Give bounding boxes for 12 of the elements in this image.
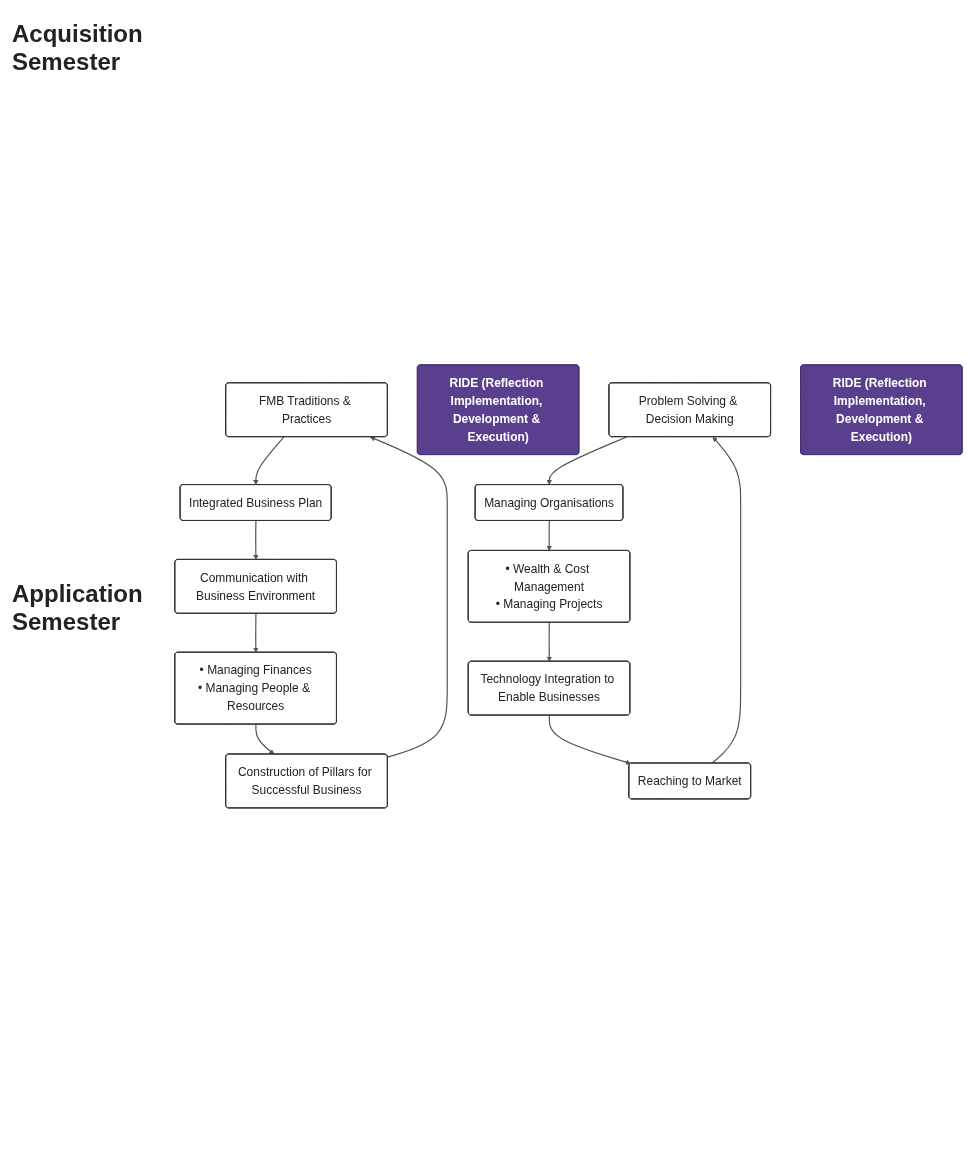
semester-heading: Application Semester: [12, 580, 144, 636]
arrow: [253, 613, 259, 653]
arrow: [546, 520, 552, 552]
arrow: [711, 436, 742, 765]
arrow: [546, 622, 552, 662]
arrow: [255, 723, 275, 755]
semester-heading: Acquisition Semester: [12, 20, 144, 76]
arrow: [369, 436, 448, 758]
arrow: [253, 520, 259, 561]
arrow: [253, 436, 285, 486]
arrow: [546, 436, 628, 486]
arrow: [548, 714, 632, 765]
